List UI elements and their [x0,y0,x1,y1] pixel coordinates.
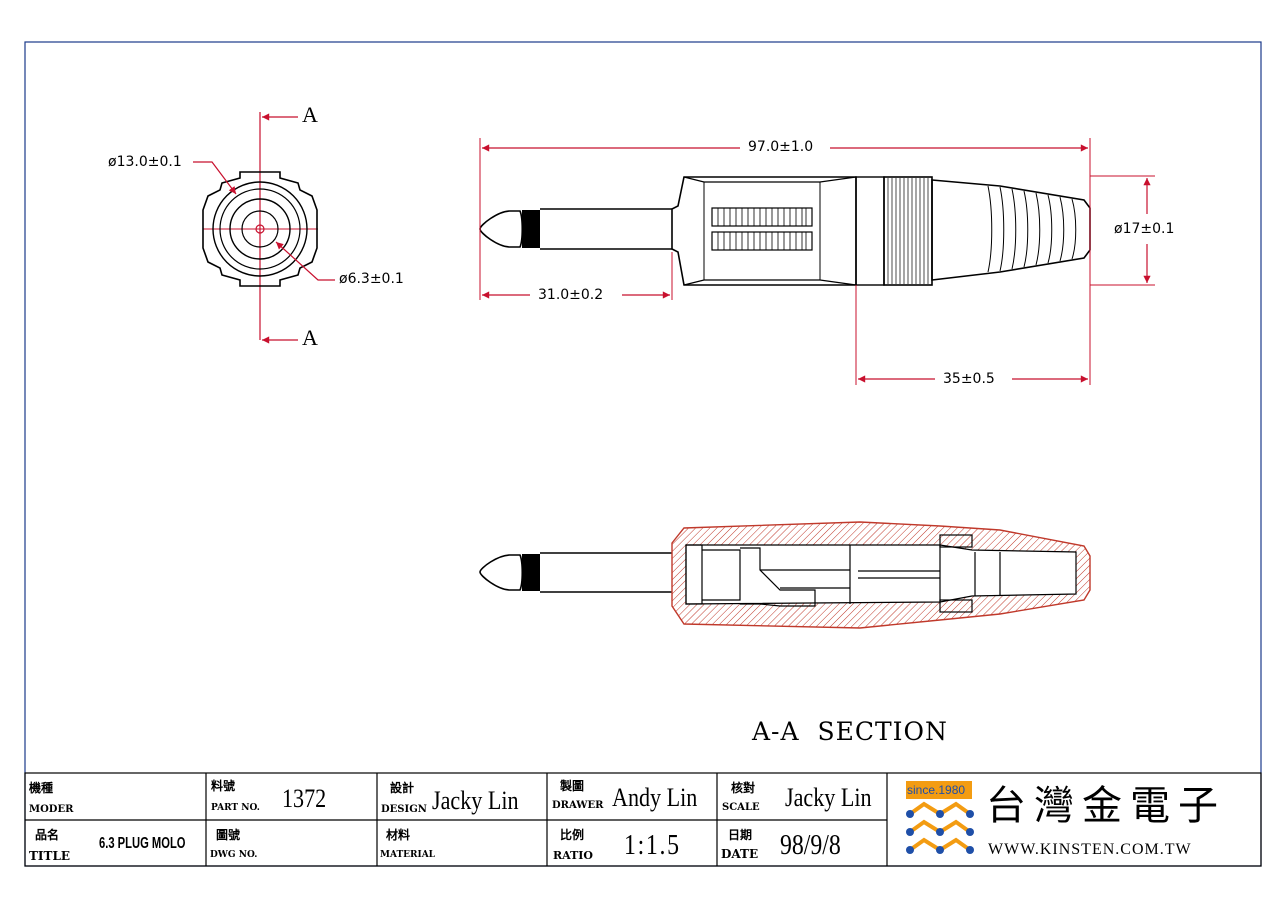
design-label-en: DESIGN [381,804,427,815]
since-label: since.1980 [907,783,966,797]
material-label-cn: 材料 [386,828,411,842]
design-value: Jacky Lin [432,786,519,815]
part-label-cn: 料號 [211,779,236,793]
sheet-border [24,41,1262,867]
body-diameter-label: ø17±0.1 [1114,221,1175,237]
drawer-label-en: DRAWER [552,800,604,811]
model-label-en: MODER [29,804,74,815]
title-block-grid [24,772,1262,867]
drawer-value: Andy Lin [612,783,698,812]
side-view [479,138,1155,385]
front-view [193,112,335,344]
title-label-cn: 品名 [35,828,60,842]
date-label-en: DATE [721,847,759,861]
title-value: 6.3 PLUG MOLO [99,835,186,852]
date-label-cn: 日期 [728,828,753,842]
check-label-cn: 核對 [731,781,756,795]
company-logo [905,780,974,862]
design-label-cn: 設計 [390,781,415,795]
section-caption: A-A SECTION [752,717,948,746]
date-value: 98/9/8 [780,830,841,861]
section-marker-top: A [302,102,318,127]
material-label-en: MATERIAL [380,850,436,860]
part-label-en: PART NO. [211,803,260,813]
model-label-cn: 機種 [29,781,54,795]
section-view [479,521,1091,629]
tail-length-label: 35±0.5 [943,371,995,387]
company-name: 台灣金電子 [986,783,1226,829]
overall-length-label: 97.0±1.0 [748,139,814,155]
section-marker-bottom: A [302,325,318,350]
drawer-label-cn: 製圖 [560,779,585,793]
ratio-value: 1:1.5 [624,830,681,861]
title-label-en: TITLE [29,849,71,863]
ratio-label-cn: 比例 [560,828,585,842]
inner-diameter-label: ø6.3±0.1 [339,271,404,287]
check-label-en: SCALE [722,802,760,813]
company-url: WWW.KINSTEN.COM.TW [988,841,1192,858]
part-number-value: 1372 [282,784,327,813]
dwg-label-cn: 圖號 [216,828,241,842]
outer-diameter-label: ø13.0±0.1 [108,154,182,170]
check-value: Jacky Lin [785,783,872,812]
tip-length-label: 31.0±0.2 [538,287,604,303]
dwg-label-en: DWG NO. [210,850,258,860]
ratio-label-en: RATIO [553,849,593,862]
